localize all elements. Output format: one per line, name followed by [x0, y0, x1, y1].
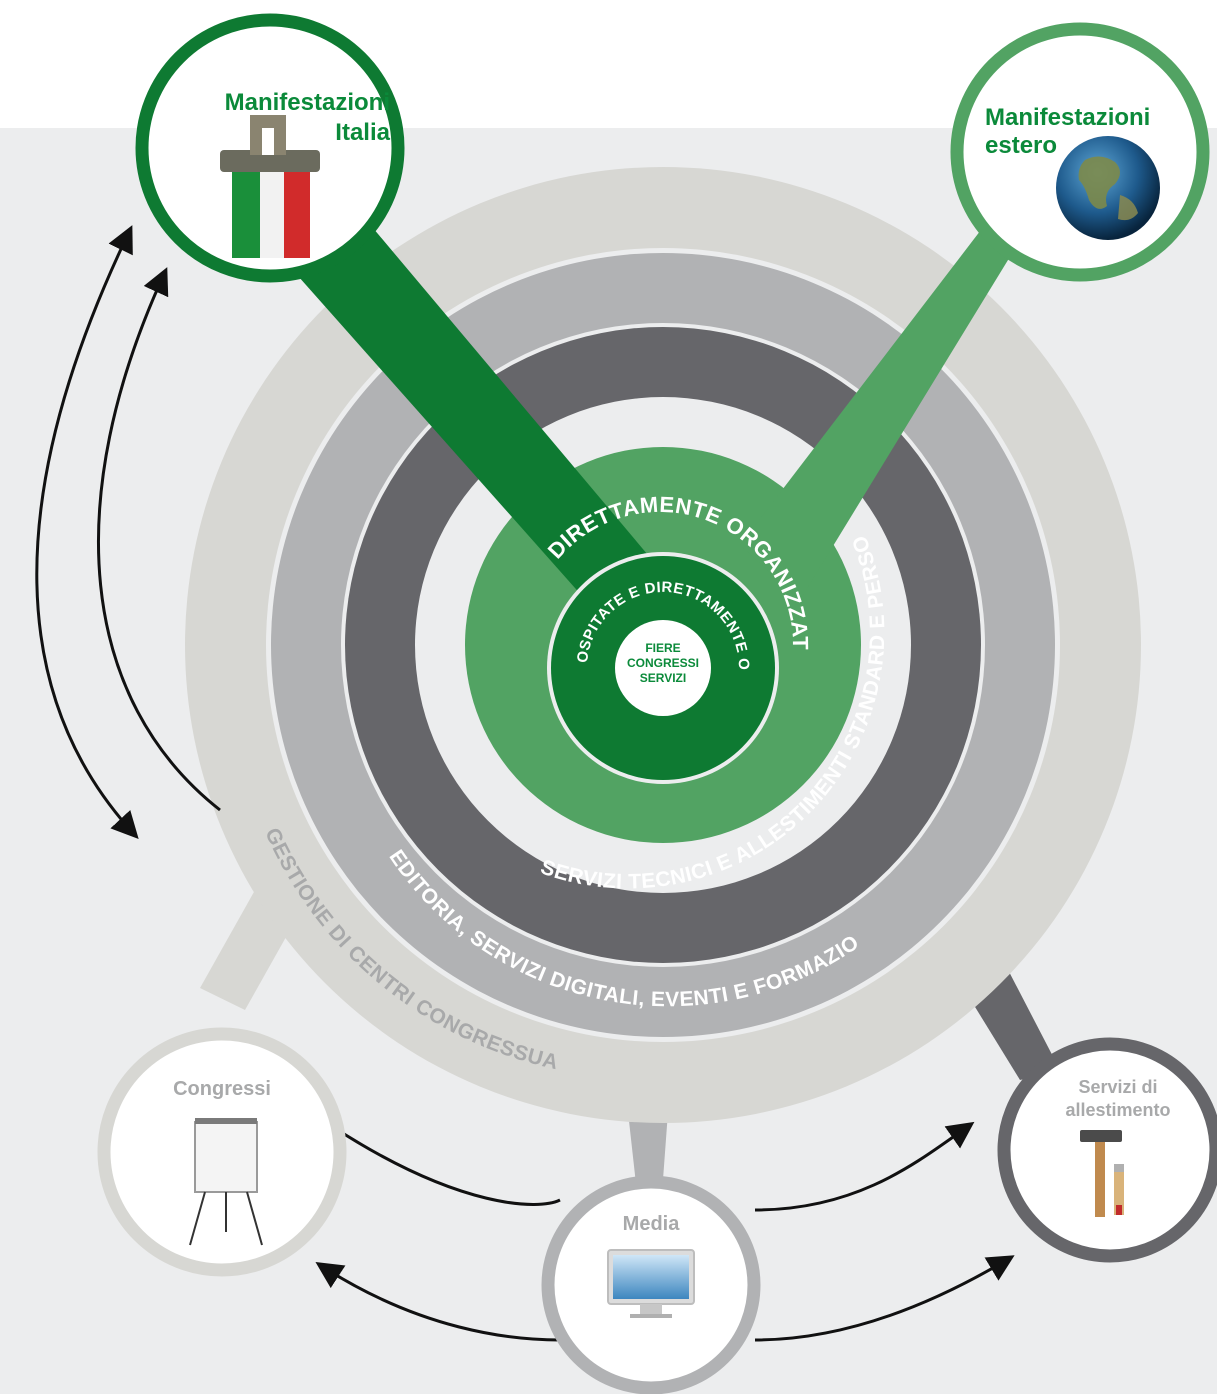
node-media[interactable]: Media [541, 1175, 761, 1394]
monitor-icon [607, 1249, 695, 1318]
flipchart-icon [189, 1118, 263, 1246]
center-line-1: FIERE [645, 641, 680, 655]
globe-icon [1056, 136, 1160, 240]
node-manifestazioni-italia[interactable]: Manifestazioni Italia [135, 13, 405, 283]
connector-estero [740, 175, 1060, 600]
node-congressi[interactable]: Congressi [97, 1027, 347, 1277]
arrow-media-allestimento-top [754, 1121, 975, 1212]
arrow-congressi-italia-outer [35, 225, 139, 839]
center-line-2: CONGRESSI [627, 656, 699, 670]
node-allestimento-line1: Servizi di [1078, 1077, 1157, 1097]
node-italia-line1: Manifestazioni [225, 89, 390, 116]
arrow-media-congressi-bottom [315, 1262, 561, 1342]
arrow-media-allestimento-bottom [754, 1255, 1015, 1342]
arrow-congressi-media [329, 1123, 561, 1206]
node-allestimento-line2: allestimento [1065, 1100, 1170, 1120]
node-italia-line2: Italia [335, 119, 390, 146]
node-congressi-label: Congressi [173, 1078, 271, 1100]
node-manifestazioni-estero[interactable]: Manifestazioni estero [950, 22, 1210, 282]
connector-italia [235, 165, 690, 650]
arrow-congressi-italia-inner [96, 267, 221, 812]
center-line-3: SERVIZI [640, 671, 686, 685]
node-servizi-allestimento[interactable]: Servizi di allestimento [997, 1037, 1217, 1263]
node-estero-line2: estero [985, 132, 1057, 159]
hammer-brush-icon [1080, 1130, 1124, 1217]
node-estero-line1: Manifestazioni [985, 104, 1150, 131]
core-center [615, 620, 711, 716]
italy-souvenirs-icon [220, 115, 320, 258]
node-media-label: Media [623, 1213, 681, 1235]
